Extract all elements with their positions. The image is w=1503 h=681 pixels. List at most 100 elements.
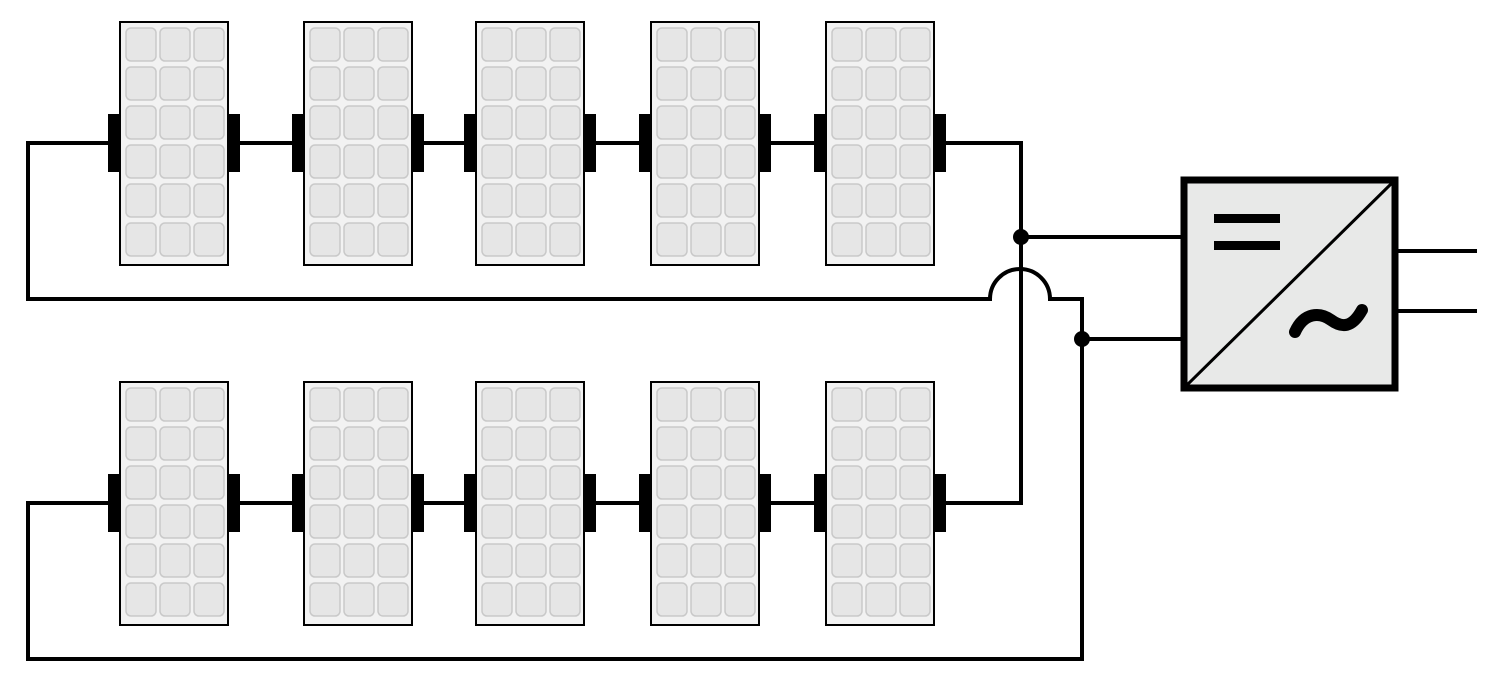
panel-cell: [377, 582, 409, 617]
panel-terminal-right: [228, 474, 240, 532]
panel-cell: [159, 387, 191, 422]
panel-terminal-right: [412, 114, 424, 172]
panel-cell: [377, 387, 409, 422]
panel-cell: [690, 222, 722, 257]
panel-cell: [193, 543, 225, 578]
ac-symbol-icon: [1289, 304, 1368, 338]
panel-cell: [481, 27, 513, 62]
panel-cell: [899, 66, 931, 101]
solar-panel: [292, 21, 424, 266]
panel-cell: [193, 27, 225, 62]
panel-cell: [724, 105, 756, 140]
panel-cell: [343, 105, 375, 140]
panel-terminal-left: [814, 114, 826, 172]
panel-terminal-left: [639, 114, 651, 172]
panel-cell: [309, 27, 341, 62]
panel-cell: [549, 426, 581, 461]
panel-cell: [377, 27, 409, 62]
panel-cell: [690, 543, 722, 578]
panel-cell: [125, 582, 157, 617]
panel-cell: [193, 387, 225, 422]
panel-cell: [515, 465, 547, 500]
panel-cell: [656, 465, 688, 500]
solar-panel: [292, 381, 424, 626]
panel-cell: [309, 426, 341, 461]
panel-cell: [515, 504, 547, 539]
panel-cell: [899, 465, 931, 500]
inverter: [1180, 176, 1399, 392]
panel-cell: [193, 582, 225, 617]
panel-cell: [899, 105, 931, 140]
panel-terminal-right: [584, 114, 596, 172]
panel-cell: [481, 582, 513, 617]
panel-terminal-left: [464, 474, 476, 532]
panel-cell: [724, 582, 756, 617]
panel-cell: [831, 144, 863, 179]
panel-cell: [159, 105, 191, 140]
panel-cell: [656, 144, 688, 179]
panel-cell: [515, 144, 547, 179]
panel-cell: [377, 183, 409, 218]
panel-cell: [656, 426, 688, 461]
panel-cell: [656, 66, 688, 101]
panel-cell: [865, 66, 897, 101]
solar-panel: [108, 381, 240, 626]
panel-cell: [656, 387, 688, 422]
panel-cell: [549, 183, 581, 218]
panel-cell: [515, 105, 547, 140]
panel-cell: [343, 543, 375, 578]
panel-cell: [343, 426, 375, 461]
panel-cell: [481, 465, 513, 500]
panel-cell: [831, 222, 863, 257]
panel-string-top: [108, 21, 946, 266]
panel-cell: [899, 504, 931, 539]
panel-cell: [193, 222, 225, 257]
panel-cell: [481, 426, 513, 461]
panel-cell: [549, 387, 581, 422]
panel-terminal-left: [639, 474, 651, 532]
panel-cell: [865, 387, 897, 422]
panel-cell: [125, 144, 157, 179]
inverter-divider-line: [1185, 181, 1394, 387]
panel-terminal-right: [412, 474, 424, 532]
panel-cell: [481, 144, 513, 179]
panel-cell: [724, 27, 756, 62]
panel-cell: [549, 144, 581, 179]
panel-cell: [724, 183, 756, 218]
top-string-return-wire: [26, 141, 1084, 341]
panel-cell: [690, 387, 722, 422]
bottom-string-lead-wire: [944, 235, 1023, 505]
panel-cell: [343, 222, 375, 257]
panel-cell: [193, 183, 225, 218]
panel-cell: [865, 144, 897, 179]
panel-cell: [831, 504, 863, 539]
panel-cell: [724, 504, 756, 539]
panel-cell: [899, 144, 931, 179]
panel-cell: [125, 465, 157, 500]
panel-cell: [690, 465, 722, 500]
panel-cell: [865, 426, 897, 461]
panel-cell: [309, 387, 341, 422]
panel-cell: [481, 66, 513, 101]
junction-node-positive: [1013, 229, 1029, 245]
panel-cell: [515, 387, 547, 422]
panel-cell: [690, 426, 722, 461]
panel-cell: [309, 465, 341, 500]
panel-cell: [724, 222, 756, 257]
panel-cell: [515, 66, 547, 101]
panel-cell: [159, 27, 191, 62]
panel-cell: [377, 222, 409, 257]
panel-cell: [159, 465, 191, 500]
panel-cell: [899, 27, 931, 62]
panel-cell: [831, 183, 863, 218]
panel-cell: [481, 504, 513, 539]
panel-terminal-left: [814, 474, 826, 532]
panel-cell: [309, 144, 341, 179]
panel-cell: [309, 504, 341, 539]
panel-cell: [899, 582, 931, 617]
panel-cell: [549, 543, 581, 578]
panel-cell: [831, 387, 863, 422]
panel-terminal-left: [108, 114, 120, 172]
solar-panel: [814, 21, 946, 266]
